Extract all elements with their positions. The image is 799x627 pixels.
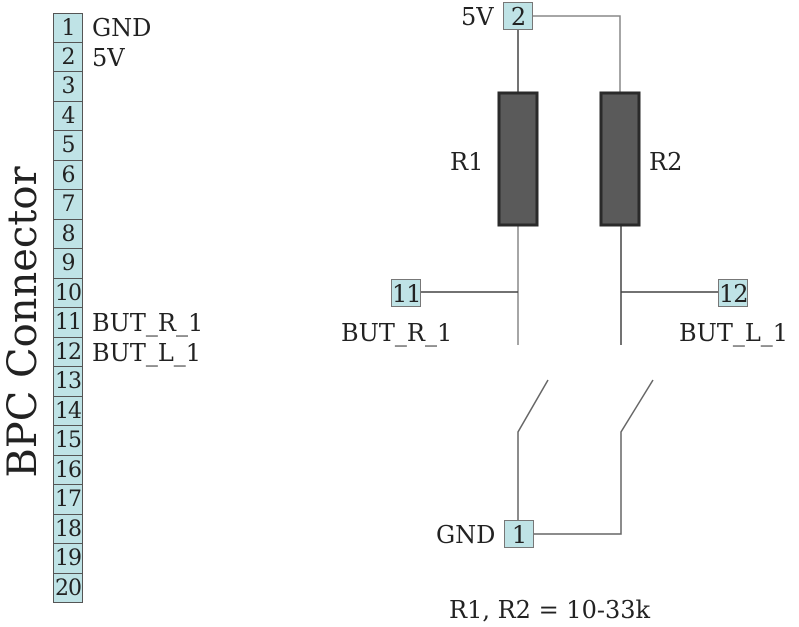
- vcc-pin-box: 2: [503, 2, 533, 31]
- connector-pin-16: 16: [53, 455, 83, 485]
- connector-pin-15: 15: [53, 426, 83, 456]
- resistor-r1-icon: [497, 91, 539, 227]
- connector-pin-13: 13: [53, 367, 83, 397]
- pin-12-label: BUT_L_1: [92, 339, 202, 367]
- vcc-label: 5V: [461, 3, 494, 31]
- connector-pin-3: 3: [53, 72, 83, 102]
- connector-pin-5: 5: [53, 131, 83, 161]
- but-r-label: BUT_R_1: [341, 319, 453, 347]
- connector-pin-7: 7: [53, 190, 83, 220]
- connector-pin-14: 14: [53, 396, 83, 426]
- resistor-r2-icon: [599, 91, 641, 227]
- connector-pin-8: 8: [53, 219, 83, 249]
- connector-pin-6: 6: [53, 160, 83, 190]
- pin-2-label: 5V: [92, 44, 125, 72]
- connector-pin-1: 1: [53, 13, 83, 43]
- gnd-pin-box: 1: [504, 520, 534, 549]
- but-l-pin-box: 12: [718, 279, 749, 308]
- connector-pin-4: 4: [53, 101, 83, 131]
- gnd-label: GND: [436, 521, 496, 549]
- connector-pin-column: 1 2 3 4 5 6 7 8 9 10 11 12 13 14 15 16 1…: [53, 13, 83, 603]
- pin-1-label: GND: [92, 14, 152, 42]
- connector-pin-12: 12: [53, 337, 83, 367]
- connector-pin-9: 9: [53, 249, 83, 279]
- connector-pin-20: 20: [53, 573, 83, 603]
- connector-pin-18: 18: [53, 514, 83, 544]
- r2-label: R2: [649, 148, 683, 176]
- switch-right: [517, 379, 549, 520]
- connector-pin-10: 10: [53, 278, 83, 308]
- connector-pin-19: 19: [53, 544, 83, 574]
- connector-pin-11: 11: [53, 308, 83, 338]
- connector-pin-2: 2: [53, 42, 83, 72]
- resistor-value-note: R1, R2 = 10-33k: [449, 596, 651, 624]
- but-r-pin-box: 11: [391, 279, 422, 308]
- r1-label: R1: [450, 148, 484, 176]
- pin-11-label: BUT_R_1: [92, 309, 204, 337]
- wire-5v-r2: [533, 15, 621, 93]
- but-l-label: BUT_L_1: [679, 319, 789, 347]
- switch-left: [534, 379, 654, 535]
- connector-pin-17: 17: [53, 485, 83, 515]
